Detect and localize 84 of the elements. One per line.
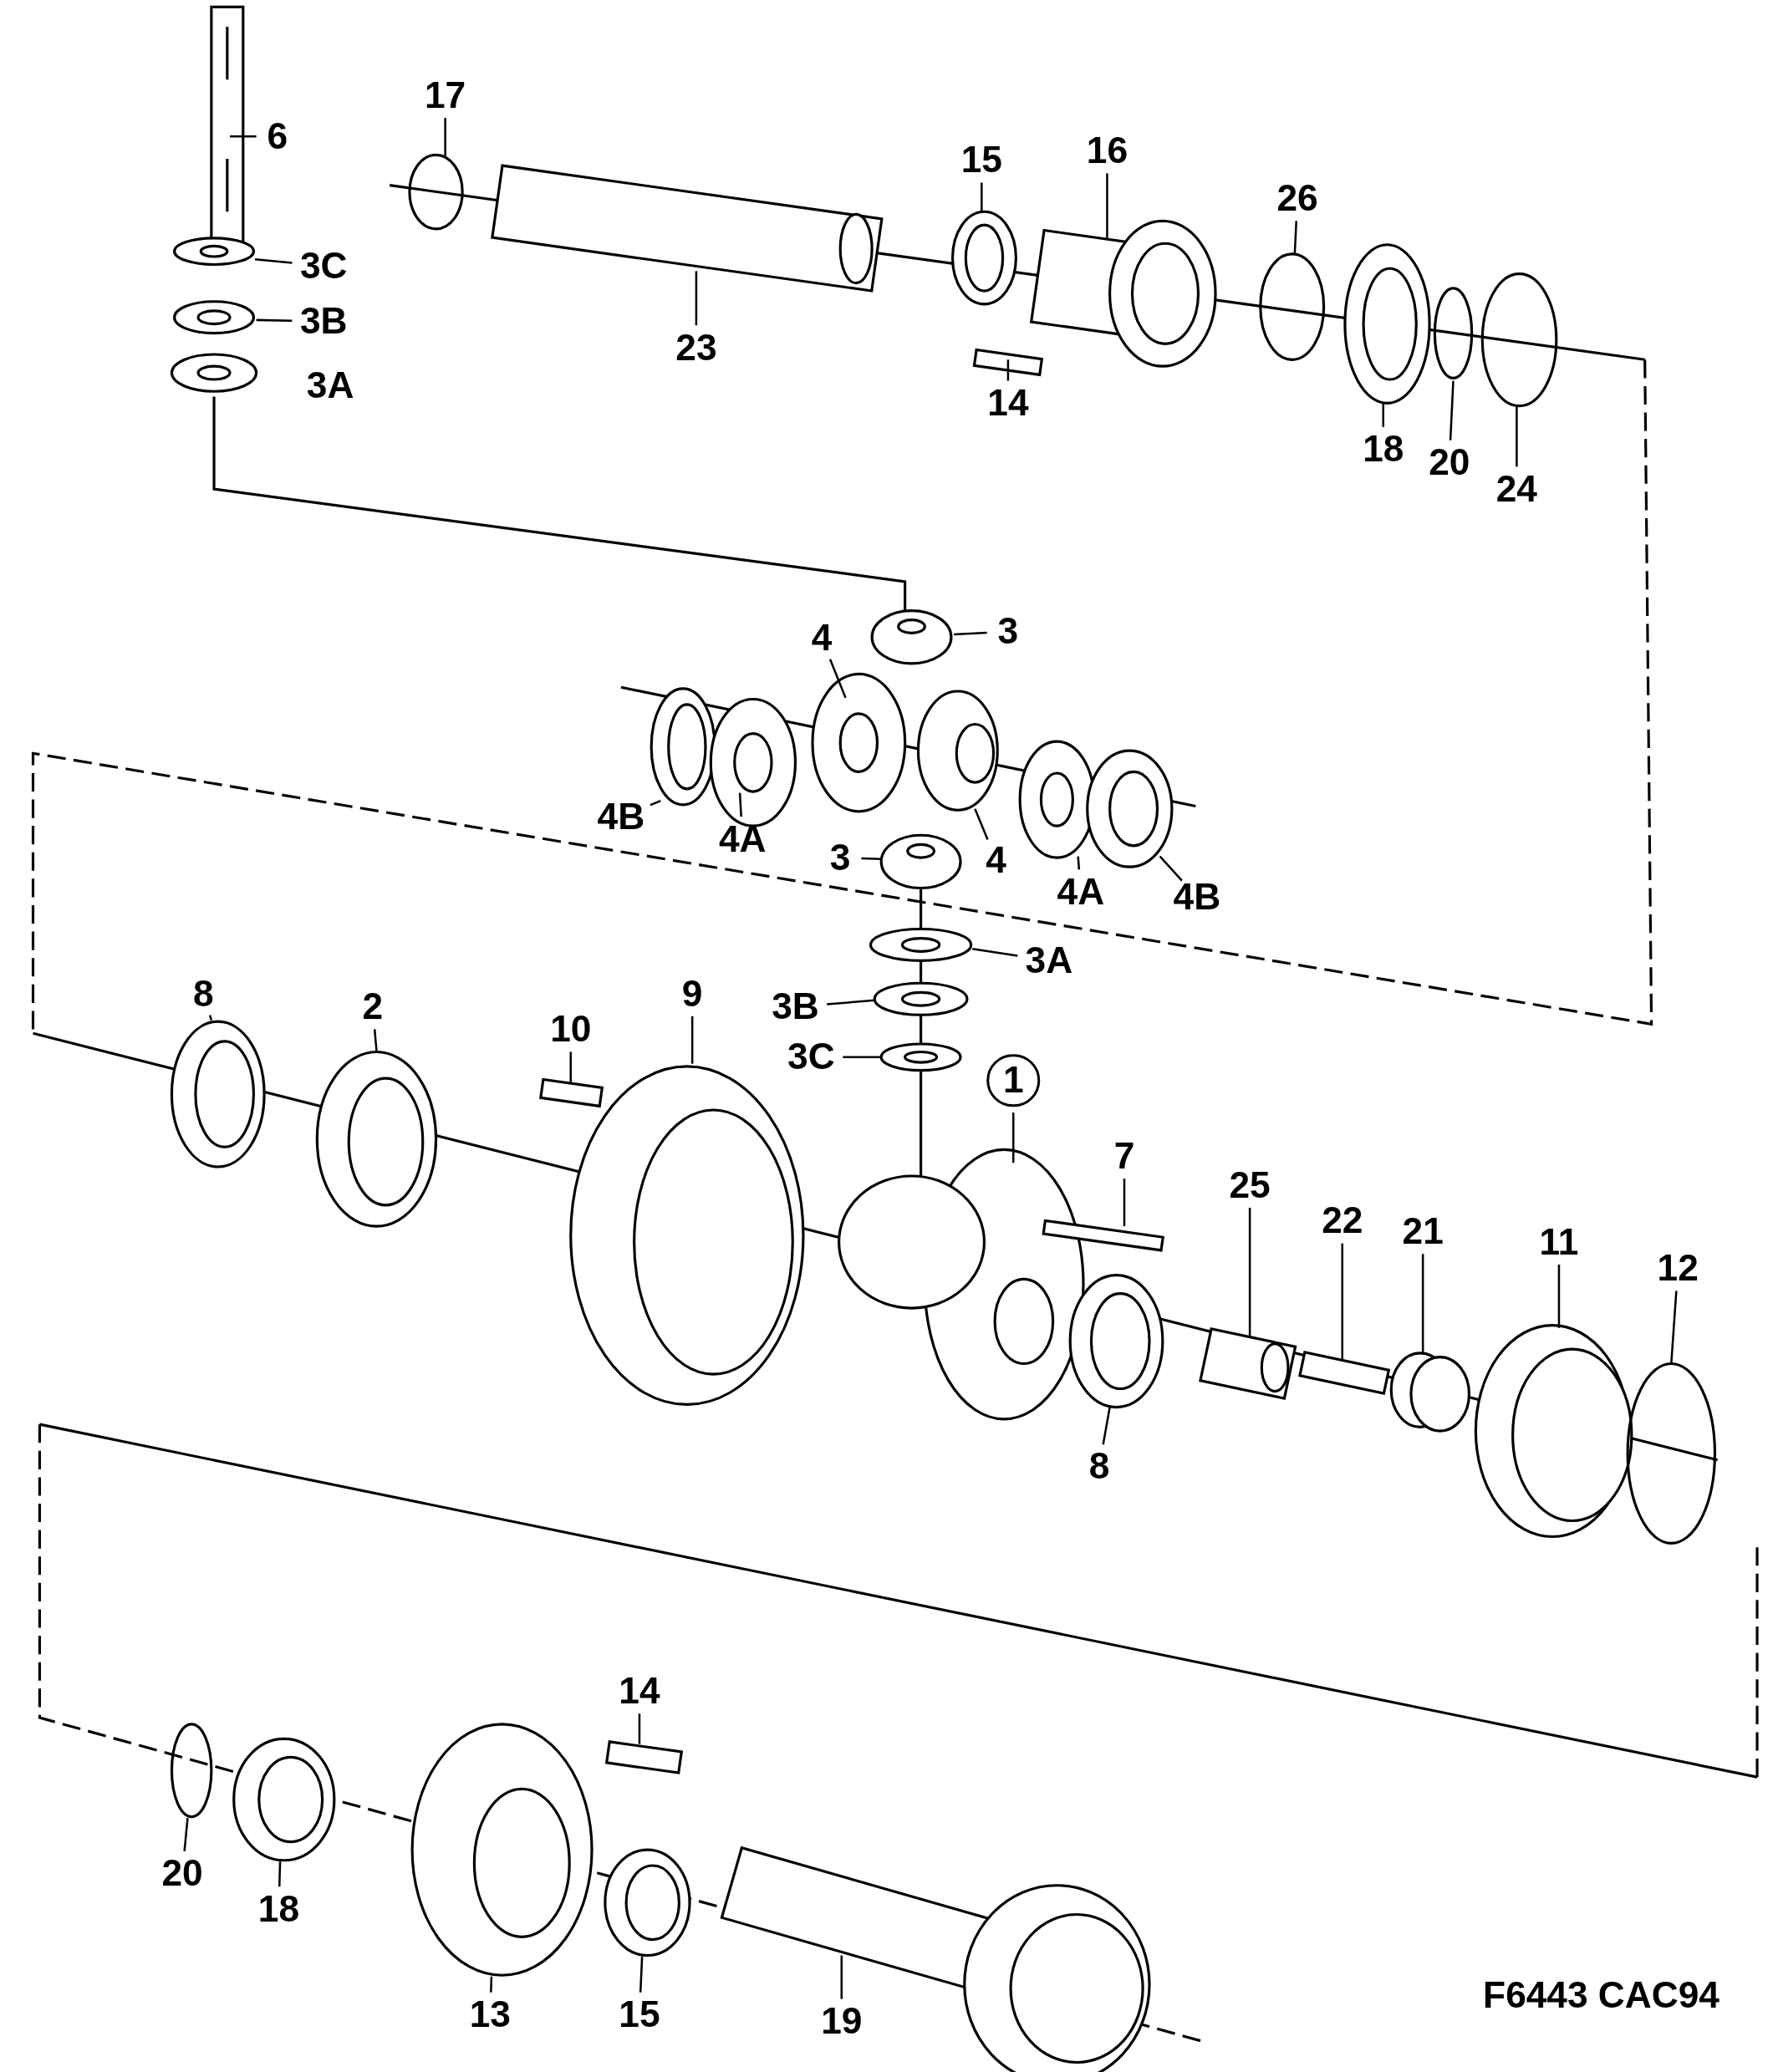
callout-number: 10 (550, 1011, 592, 1048)
callout-number: 20 (161, 1855, 203, 1892)
callout-number: 13 (469, 1996, 511, 2034)
callout-number: 14 (619, 1672, 660, 1710)
leader-line (972, 947, 1018, 957)
leader-line (1159, 855, 1183, 882)
callout-number: 11 (1539, 1223, 1579, 1260)
leader-line (1516, 405, 1518, 467)
callout-number: 8 (193, 975, 214, 1012)
leader-line (840, 1955, 843, 1999)
leader-line (444, 118, 446, 156)
callout-number: 9 (681, 975, 703, 1012)
leader-line (638, 1713, 641, 1744)
callout-number: 3A (306, 367, 354, 405)
leader-line (1123, 1179, 1126, 1227)
callout-number: 12 (1657, 1250, 1699, 1287)
leader-line (490, 1976, 493, 1993)
leader-line (569, 1051, 573, 1084)
leader-line (1421, 1254, 1424, 1355)
callout-number: 4A (1057, 873, 1105, 910)
callout-number: 3B (772, 988, 819, 1026)
callout-number: 4B (1173, 878, 1221, 916)
callout-number: 3 (997, 613, 1019, 650)
leader-line (1106, 173, 1108, 238)
callout-number: 22 (1322, 1202, 1363, 1240)
callout-number: 20 (1429, 444, 1470, 481)
callout-number: 24 (1495, 470, 1537, 507)
leader-line (974, 808, 989, 840)
leader-line (1293, 221, 1297, 254)
leader-line (230, 135, 257, 138)
callout-number: 3C (787, 1038, 835, 1076)
leader-line (1449, 380, 1455, 440)
callout-number: 3A (1025, 941, 1073, 980)
leader-line (695, 271, 698, 326)
leader-line (256, 318, 293, 322)
leader-line (254, 257, 293, 264)
leader-line (843, 1056, 882, 1059)
callout-number: 18 (1363, 430, 1404, 468)
callout-number: 6 (267, 117, 288, 155)
leader-line (981, 182, 983, 213)
callout-number: 3 (829, 838, 851, 876)
leader-line (1077, 856, 1081, 870)
callout-number: 19 (821, 2003, 863, 2040)
callout-number: 3B (299, 302, 348, 340)
callout-number: 4 (811, 619, 833, 657)
callout-number: 15 (619, 1996, 660, 2034)
callout-number: 7 (1113, 1137, 1135, 1175)
leader-line (1248, 1207, 1251, 1337)
leader-line (278, 1861, 282, 1887)
leader-line (1341, 1243, 1344, 1362)
leader-line (1102, 1407, 1111, 1445)
leader-line (1670, 1291, 1678, 1364)
leader-line (1557, 1264, 1561, 1328)
callout-number: 2 (362, 988, 383, 1026)
leader-line (208, 1015, 213, 1021)
figure-code: F6443 CAC94 (1483, 1976, 1720, 2013)
leader-line (1006, 359, 1010, 381)
leader-line (827, 999, 875, 1005)
leader-line (650, 800, 661, 807)
leader-line (1382, 401, 1385, 427)
leader-line (1011, 1112, 1015, 1163)
callout-number: 26 (1276, 179, 1318, 217)
callout-number: 15 (960, 141, 1002, 179)
callout-number: 16 (1086, 132, 1129, 170)
callout-number: 4A (718, 820, 767, 858)
leader-line (373, 1029, 378, 1051)
callout-number: 4 (986, 841, 1006, 878)
leader-line (954, 631, 987, 636)
callout-number: 14 (987, 384, 1029, 422)
circled-callout-number: 1 (986, 1054, 1040, 1107)
callout-number: 4B (597, 797, 645, 835)
callout-number: 8 (1088, 1448, 1110, 1485)
leader-line (828, 659, 847, 699)
leader-line (639, 1957, 644, 1993)
leader-line (183, 1818, 189, 1851)
callout-number: 17 (425, 76, 466, 114)
callout-number: 25 (1229, 1166, 1271, 1204)
leader-line (861, 857, 882, 860)
leader-line (690, 1016, 694, 1064)
leader-line (738, 792, 742, 817)
callout-number: 23 (675, 328, 717, 366)
callout-number: 21 (1402, 1212, 1444, 1250)
callout-number: 18 (257, 1890, 300, 1927)
callout-number: 3C (299, 247, 348, 284)
